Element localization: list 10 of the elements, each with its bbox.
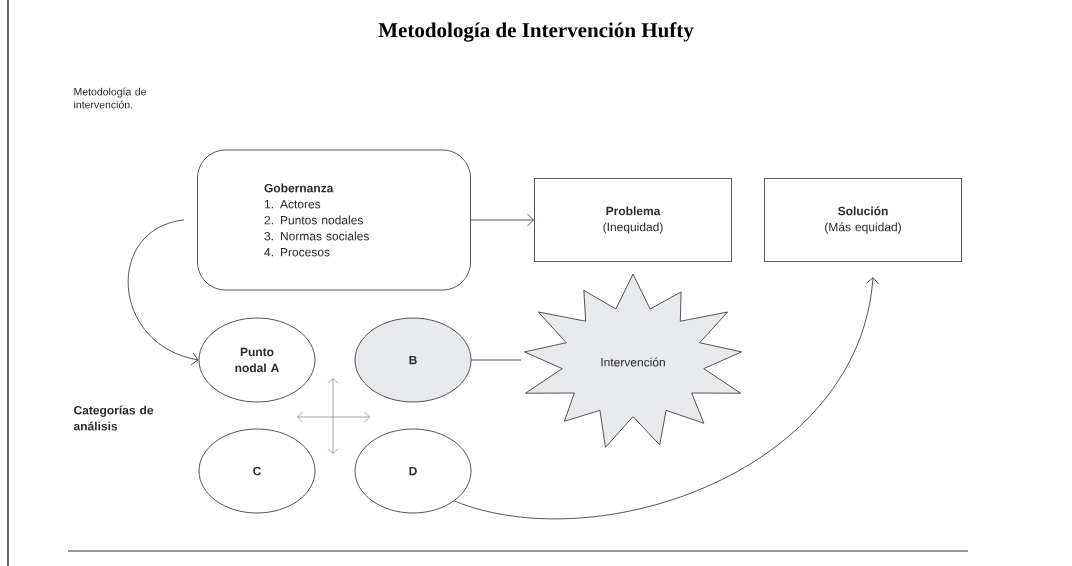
arrow xyxy=(453,277,879,519)
rounded-box: Gobernanza 1. Actores 2. Puntos nodales 3. Normas sociales 4. Procesos xyxy=(197,149,471,291)
arrow xyxy=(470,213,534,227)
process-box: Solución (Más equidad) xyxy=(764,178,962,262)
arrow xyxy=(127,219,199,366)
caption: Metodología de intervención. xyxy=(74,87,146,109)
starburst: Intervención xyxy=(524,273,742,448)
category-label: Categorías de análisis xyxy=(73,405,154,431)
process-box: Problema (Inequidad) xyxy=(534,178,732,262)
title: Metodología de Intervención Hufty xyxy=(378,22,694,42)
